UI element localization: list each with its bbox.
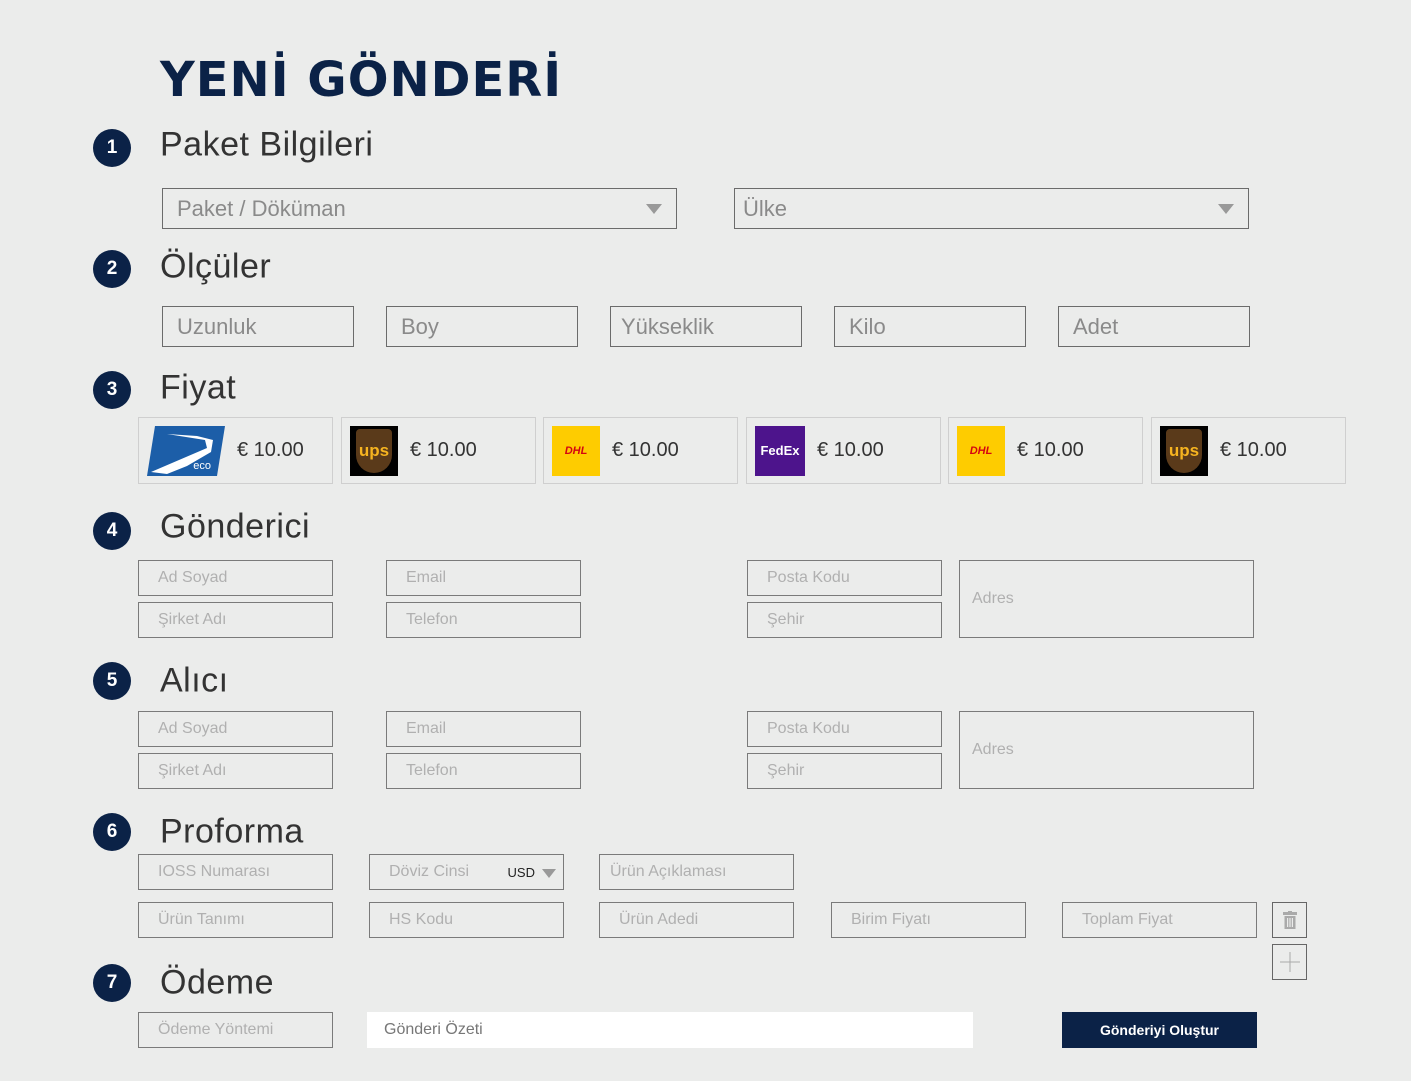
receiver-phone-input[interactable]: Telefon — [386, 753, 581, 789]
step-7-badge: 7 — [93, 964, 131, 1002]
sender-address-input[interactable]: Adres — [959, 560, 1254, 638]
step-1-badge: 1 — [93, 129, 131, 167]
total-price-input[interactable]: Toplam Fiyat — [1062, 902, 1257, 938]
dhl-eco-logo: DHL — [957, 425, 1005, 476]
logo-text: ups — [356, 428, 392, 473]
fedex-logo: FedEx — [755, 425, 805, 476]
plus-icon — [1279, 952, 1300, 972]
step-6-badge: 6 — [93, 813, 131, 851]
create-shipment-button[interactable]: Gönderiyi Oluştur — [1062, 1012, 1257, 1048]
price-option-usps[interactable]: eco € 10.00 — [138, 417, 333, 484]
hs-code-input[interactable]: HS Kodu — [369, 902, 564, 938]
step-2-badge: 2 — [93, 250, 131, 288]
logo-text: ups — [1166, 428, 1202, 473]
ups-eco-logo: ups — [1160, 425, 1208, 476]
price-value: € 10.00 — [237, 439, 304, 461]
weight-input[interactable]: Kilo — [834, 306, 1026, 347]
sender-city-input[interactable]: Şehir — [747, 602, 942, 638]
section-heading: Ödeme — [160, 963, 274, 1002]
price-value: € 10.00 — [817, 439, 884, 461]
price-value: € 10.00 — [410, 439, 477, 461]
sender-company-input[interactable]: Şirket Adı — [138, 602, 333, 638]
ioss-input[interactable]: IOSS Numarası — [138, 854, 333, 890]
price-option-ups[interactable]: ups € 10.00 — [341, 417, 536, 484]
page-title: YENİ GÖNDERİ — [160, 52, 563, 108]
price-option-dhl[interactable]: DHL € 10.00 — [543, 417, 738, 484]
step-4-badge: 4 — [93, 512, 131, 550]
ups-logo: ups — [350, 425, 398, 476]
sender-zip-input[interactable]: Posta Kodu — [747, 560, 942, 596]
price-value: € 10.00 — [1017, 439, 1084, 461]
product-description-input[interactable]: Ürün Açıklaması — [599, 854, 794, 890]
product-quantity-input[interactable]: Ürün Adedi — [599, 902, 794, 938]
chevron-down-icon — [542, 869, 556, 878]
payment-method-input[interactable]: Ödeme Yöntemi — [138, 1012, 333, 1048]
receiver-zip-input[interactable]: Posta Kodu — [747, 711, 942, 747]
section-heading: Alıcı — [160, 661, 229, 700]
price-option-fedex[interactable]: FedEx € 10.00 — [746, 417, 941, 484]
length-input[interactable]: Uzunluk — [162, 306, 354, 347]
trash-icon — [1282, 911, 1297, 929]
country-select[interactable]: Ülke — [734, 188, 1249, 229]
section-heading: Proforma — [160, 812, 304, 851]
currency-label: Döviz Cinsi — [389, 863, 470, 880]
currency-select[interactable]: Döviz Cinsi USD — [369, 854, 564, 890]
shipment-summary: Gönderi Özeti — [367, 1012, 973, 1048]
product-definition-input[interactable]: Ürün Tanımı — [138, 902, 333, 938]
section-heading: Gönderici — [160, 507, 311, 546]
sender-phone-input[interactable]: Telefon — [386, 602, 581, 638]
section-heading: Fiyat — [160, 368, 237, 407]
usps-logo: eco — [147, 425, 225, 476]
step-3-badge: 3 — [93, 371, 131, 409]
currency-value: USD — [507, 864, 535, 880]
step-5-badge: 5 — [93, 662, 131, 700]
section-heading: Paket Bilgileri — [160, 125, 374, 164]
sender-email-input[interactable]: Email — [386, 560, 581, 596]
logo-text: eco — [193, 459, 211, 472]
receiver-email-input[interactable]: Email — [386, 711, 581, 747]
receiver-address-input[interactable]: Adres — [959, 711, 1254, 789]
chevron-down-icon — [1218, 203, 1234, 214]
package-type-select[interactable]: Paket / Döküman — [162, 188, 677, 229]
receiver-name-input[interactable]: Ad Soyad — [138, 711, 333, 747]
add-row-button[interactable] — [1272, 944, 1307, 980]
width-input[interactable]: Boy — [386, 306, 578, 347]
price-option-dhl-eco[interactable]: DHL € 10.00 — [948, 417, 1143, 484]
unit-price-input[interactable]: Birim Fiyatı — [831, 902, 1026, 938]
country-value: Ülke — [743, 195, 788, 221]
section-heading: Ölçüler — [160, 247, 272, 286]
receiver-city-input[interactable]: Şehir — [747, 753, 942, 789]
quantity-input[interactable]: Adet — [1058, 306, 1250, 347]
price-option-ups-eco[interactable]: ups € 10.00 — [1151, 417, 1346, 484]
receiver-company-input[interactable]: Şirket Adı — [138, 753, 333, 789]
package-type-value: Paket / Döküman — [177, 195, 346, 221]
dhl-logo: DHL — [552, 425, 600, 476]
sender-name-input[interactable]: Ad Soyad — [138, 560, 333, 596]
chevron-down-icon — [646, 203, 662, 214]
delete-row-button[interactable] — [1272, 902, 1307, 938]
height-input[interactable]: Yükseklik — [610, 306, 802, 347]
price-value: € 10.00 — [612, 439, 679, 461]
price-value: € 10.00 — [1220, 439, 1287, 461]
